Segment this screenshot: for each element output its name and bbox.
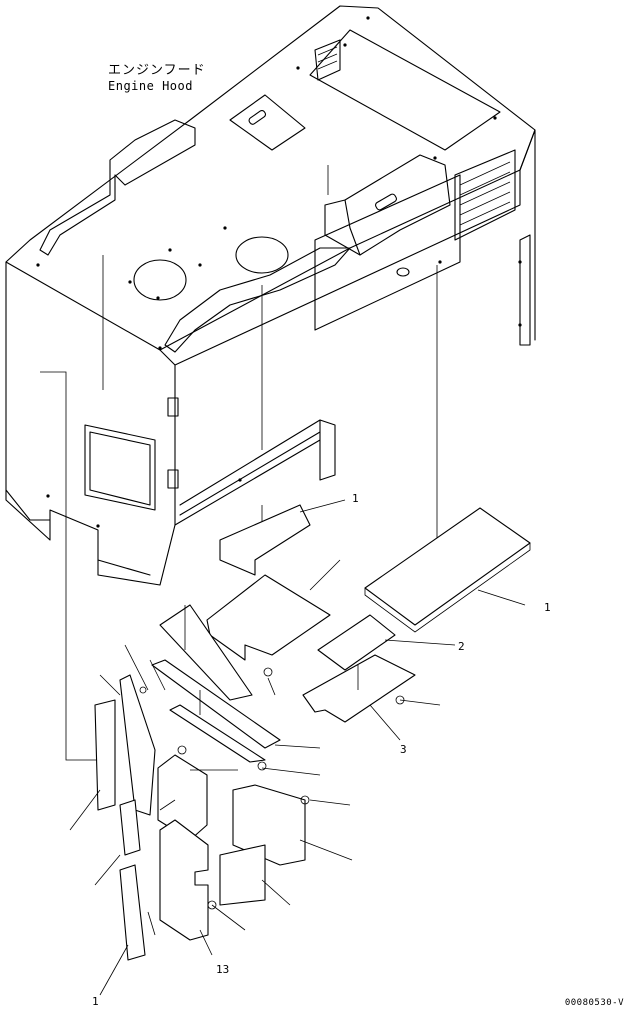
pad-right-tall <box>232 784 306 866</box>
pad-small-right <box>317 614 396 671</box>
pad-right-small <box>219 844 266 906</box>
pad-bottom-left <box>119 864 146 961</box>
pad-lower-right <box>302 654 416 723</box>
pad-strip-angled <box>159 604 253 701</box>
callout-3: 3 <box>400 743 407 756</box>
callout-2: 2 <box>458 640 465 653</box>
callout-leaders <box>69 499 526 996</box>
callout-bottom: 1 <box>92 995 99 1008</box>
pad-center-square <box>157 754 208 841</box>
leader-lines <box>40 165 438 761</box>
callout-numbers: 1 1 3 2 13 1 <box>92 492 551 1008</box>
diagram-title-japanese: エンジンフード <box>108 63 206 78</box>
part-code: 00080530-V <box>564 998 624 1008</box>
pad-tall-left <box>119 674 156 816</box>
hood-body <box>5 5 536 586</box>
pad-flat-left <box>94 699 116 811</box>
pad-mid-left <box>206 574 331 661</box>
callout-13: 13 <box>216 963 229 976</box>
pad-large-right <box>364 507 531 626</box>
callout-1b: 1 <box>544 601 551 614</box>
diagram-title-english: Engine Hood <box>108 79 193 93</box>
pad-left-narrow <box>119 799 141 856</box>
insulation-pads <box>94 504 531 961</box>
pad-strip-long <box>151 659 281 749</box>
pad-notched <box>159 819 209 941</box>
pad-upper-left <box>219 504 311 576</box>
callout-1a: 1 <box>352 492 359 505</box>
pad-strip-thin <box>169 704 266 763</box>
